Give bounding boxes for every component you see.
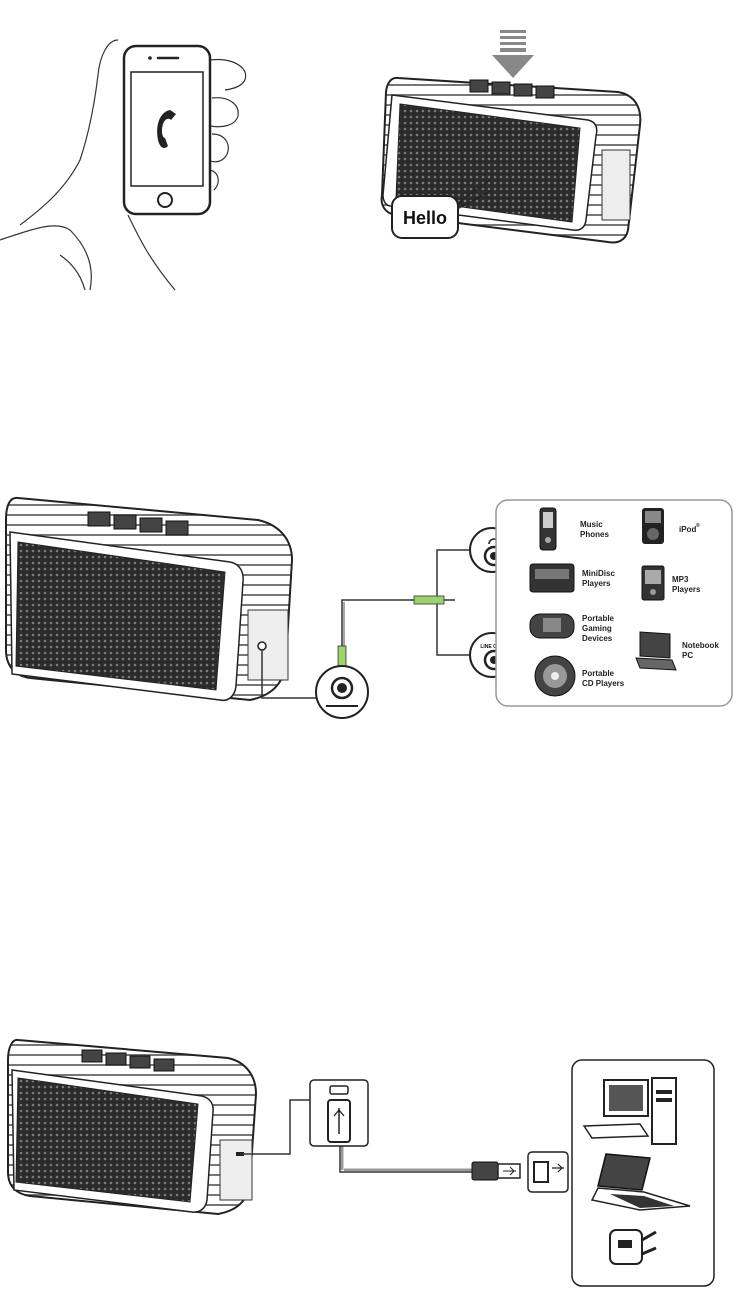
aux-input-jack-icon	[316, 666, 368, 718]
aux-plug-highlight	[338, 546, 486, 670]
device-label: Players	[582, 579, 611, 588]
portable-cd-player-icon	[535, 656, 575, 696]
device-label: Notebook	[682, 641, 719, 650]
smartphone-icon	[124, 46, 210, 214]
panel-aux-connection: LINE OUT Music Phones iPod ® MiniDisc Pl…	[0, 470, 749, 740]
speaker-illustration	[8, 1040, 256, 1214]
aux-cable	[262, 550, 476, 698]
music-phone-icon	[540, 508, 556, 550]
device-label: Phones	[580, 530, 609, 539]
device-label: Music	[580, 520, 603, 529]
speaker-illustration	[6, 498, 292, 700]
usb-a-plug-icon	[472, 1162, 520, 1180]
device-label: Gaming	[582, 624, 612, 633]
device-label: Portable	[582, 669, 615, 678]
device-label: PC	[682, 651, 693, 660]
micro-usb-connector-icon	[310, 1080, 368, 1146]
device-label: Players	[672, 585, 701, 594]
press-down-arrow-icon	[492, 30, 534, 78]
device-label: MiniDisc	[582, 569, 615, 578]
panel-answer-call: Hello	[0, 0, 749, 300]
notebook-pc-icon	[636, 632, 676, 670]
speech-bubble-text: Hello	[403, 208, 447, 228]
device-label: Devices	[582, 634, 613, 643]
device-label: CD Players	[582, 679, 625, 688]
mp3-player-icon	[642, 566, 664, 600]
trademark-mark: ®	[696, 522, 700, 529]
device-label: iPod	[679, 525, 696, 534]
panel-usb-charging	[0, 1030, 749, 1291]
device-label: Portable	[582, 614, 615, 623]
portable-gaming-device-icon	[530, 614, 574, 638]
ipod-icon	[642, 508, 664, 544]
minidisc-player-icon	[530, 564, 574, 592]
usb-port-icon	[528, 1152, 568, 1192]
device-label: MP3	[672, 575, 689, 584]
